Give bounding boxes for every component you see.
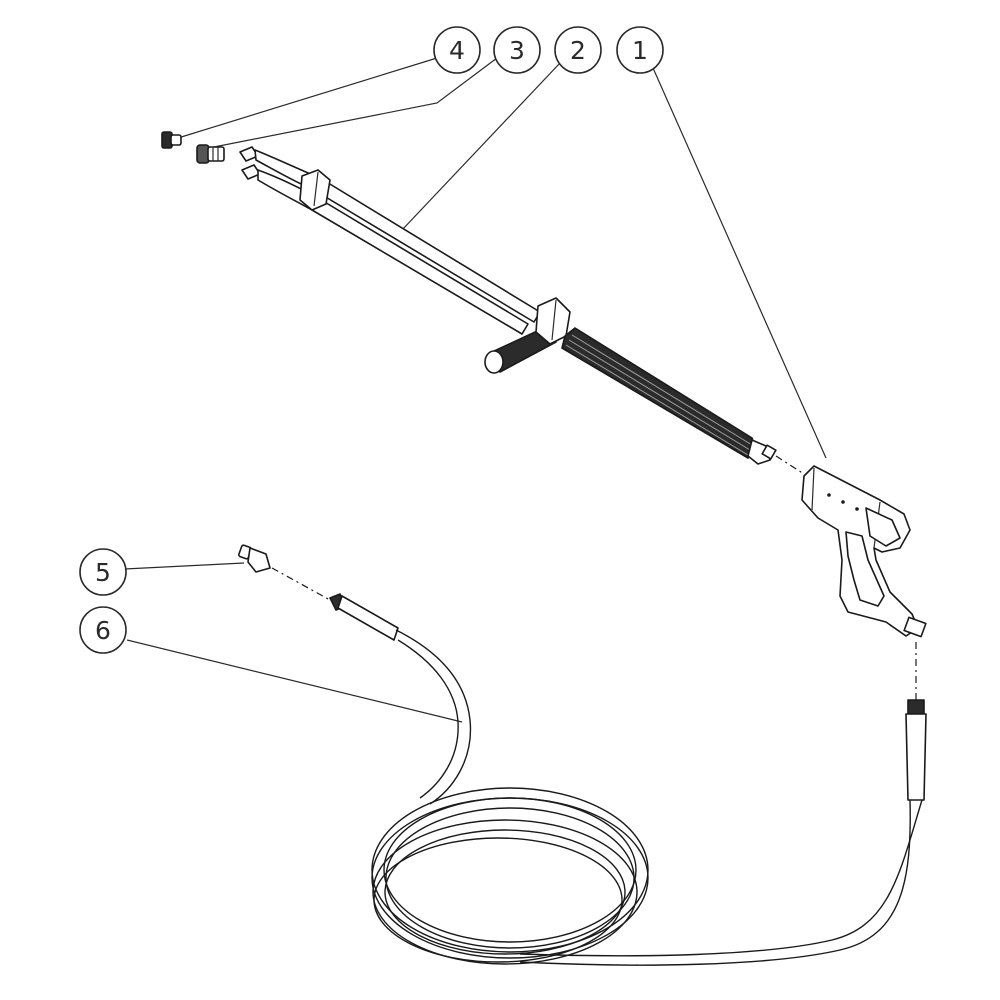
callout-number-1: 1 [632, 36, 648, 65]
leader-line-6 [126, 639, 463, 723]
callout-number-6: 6 [95, 616, 111, 645]
assembly-line-lance-gun [775, 455, 805, 475]
callout-6: 6 [79, 606, 127, 654]
callout-number-3: 3 [509, 36, 525, 65]
callout-number-2: 2 [570, 36, 586, 65]
callout-1: 1 [616, 26, 664, 74]
callout-4: 4 [433, 26, 481, 74]
leader-line-2 [401, 62, 561, 231]
part-hose-adapter [238, 544, 271, 573]
part-quick-coupler [196, 144, 225, 164]
leader-line-4 [177, 57, 438, 139]
callout-number-4: 4 [449, 36, 465, 65]
leader-line-1 [652, 67, 827, 459]
assembly-line-adapter-hose [271, 567, 331, 601]
part-trigger-gun [801, 465, 927, 638]
part-nozzle-tip [161, 131, 182, 149]
callout-2: 2 [554, 26, 602, 74]
part-high-pressure-hose [329, 593, 927, 966]
callout-3: 3 [493, 26, 541, 74]
leader-line-5 [124, 562, 245, 570]
part-lance-assembly [239, 146, 777, 465]
callout-number-5: 5 [95, 558, 111, 587]
leader-line-3 [213, 57, 498, 148]
callout-5: 5 [79, 548, 127, 596]
